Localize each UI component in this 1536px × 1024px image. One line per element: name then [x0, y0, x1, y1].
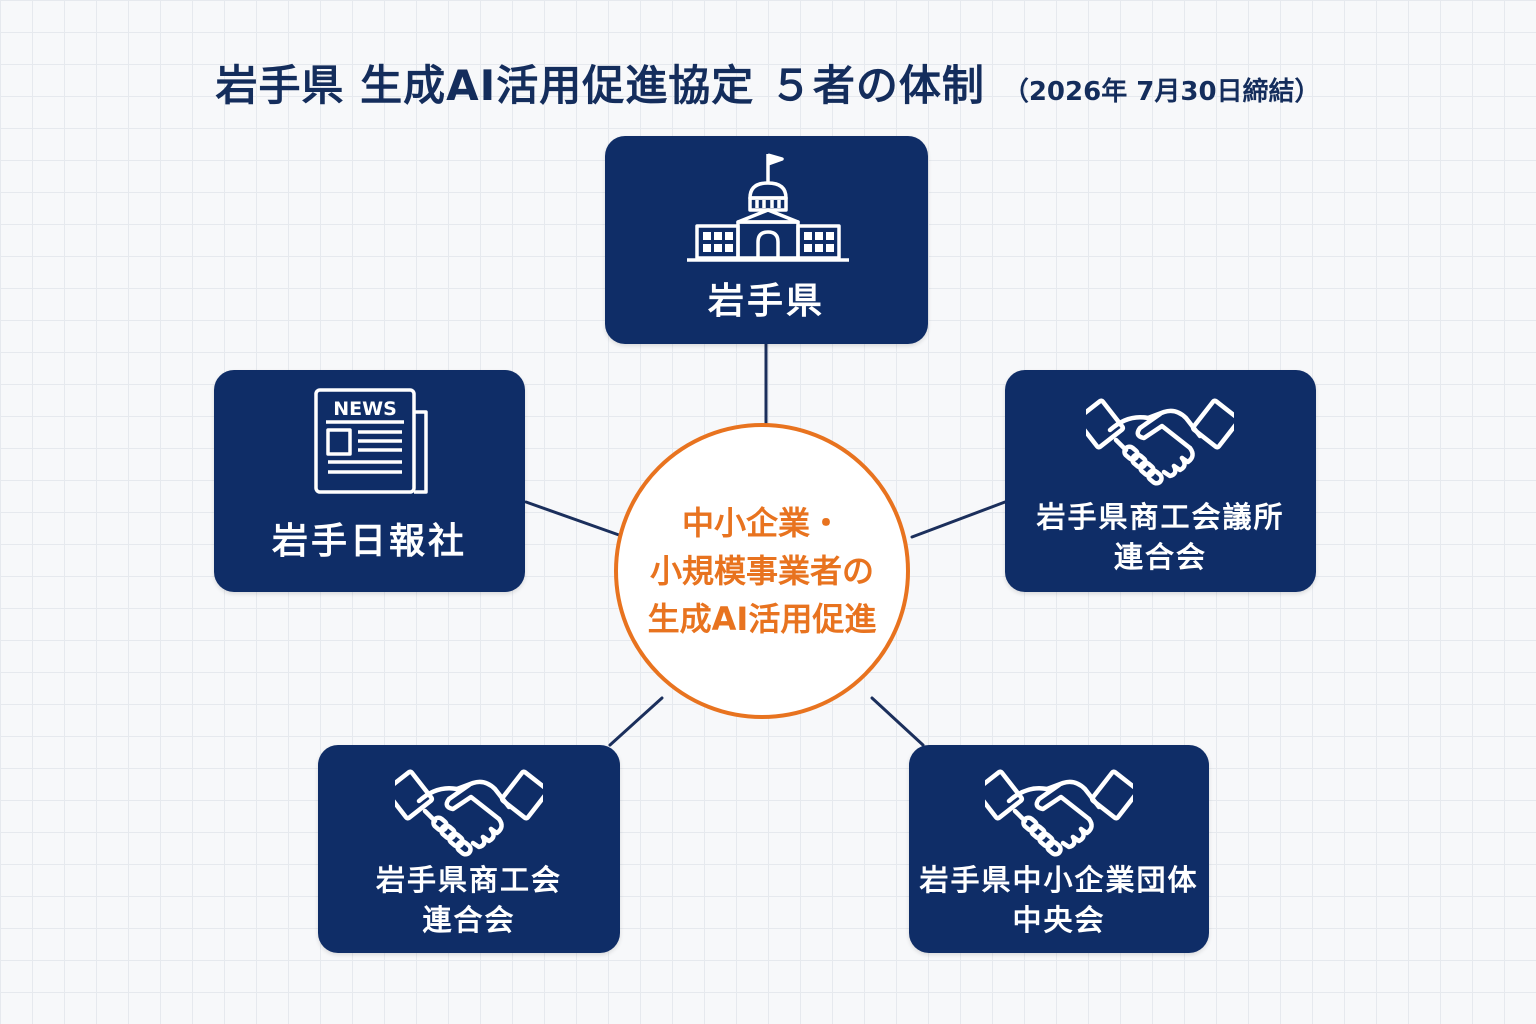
- center-text: 中小企業・ 小規模事業者の 生成AI活用促進: [648, 499, 877, 643]
- diagram-title: 岩手県 生成AI活用促進協定 ５者の体制 （2026年 7月30日締結）: [0, 52, 1536, 112]
- node-label-line1: 岩手県中小企業団体: [919, 863, 1199, 897]
- handshake-icon: [985, 763, 1133, 863]
- newspaper-icon: NEWS: [314, 388, 428, 494]
- connector-chamber: [910, 500, 1007, 539]
- node-label-line2: 中央会: [1012, 903, 1106, 937]
- handshake-icon: [395, 763, 543, 863]
- node-iwate-prefecture: 岩手県: [605, 136, 928, 344]
- center-line-1: 中小企業・: [681, 504, 842, 542]
- center-line-3: 生成AI活用促進: [647, 600, 877, 638]
- center-line-2: 小規模事業者の: [649, 552, 874, 590]
- newspaper-icon-text: NEWS: [333, 398, 397, 420]
- title-note: （2026年 7月30日締結）: [1002, 77, 1321, 107]
- connector-newspaper: [524, 500, 621, 537]
- node-commerce-federation: 岩手県商工会 連合会: [318, 745, 620, 953]
- center-goal-circle: 中小企業・ 小規模事業者の 生成AI活用促進: [614, 423, 910, 719]
- connector-sme: [870, 696, 925, 747]
- government-building-icon: [687, 153, 849, 262]
- node-label: 岩手県: [707, 281, 825, 322]
- node-label: 岩手日報社: [271, 521, 467, 562]
- node-label-line2: 連合会: [1113, 540, 1207, 574]
- node-label-line2: 連合会: [422, 903, 516, 937]
- node-label-line1: 岩手県商工会議所: [1036, 500, 1285, 534]
- node-sme-association: 岩手県中小企業団体 中央会: [909, 745, 1209, 953]
- node-iwate-nippo: NEWS 岩手日報社: [214, 370, 525, 592]
- node-chamber-federation: 岩手県商工会議所 連合会: [1005, 370, 1316, 592]
- node-label-line1: 岩手県商工会: [375, 863, 562, 897]
- handshake-icon: [1086, 392, 1234, 492]
- title-main: 岩手県 生成AI活用促進協定 ５者の体制: [215, 61, 985, 110]
- connector-commerce: [608, 696, 664, 747]
